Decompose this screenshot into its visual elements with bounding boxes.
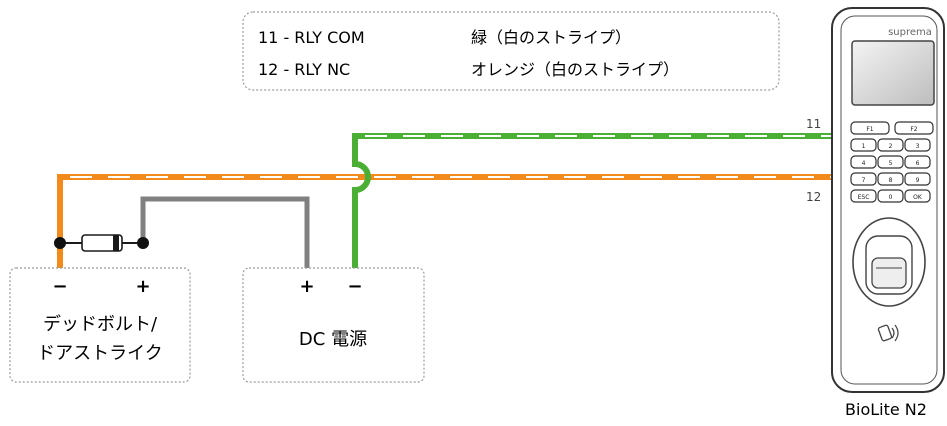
- wire-label-11: 11: [806, 117, 821, 131]
- lock-box: − + デッドボルト/ ドアストライク: [9, 267, 191, 383]
- power-minus-terminal: −: [347, 276, 362, 297]
- gray-wire-power-plus: [140, 196, 310, 268]
- lock-box-outline: [9, 267, 191, 383]
- keypad-key-label: 2: [889, 143, 893, 150]
- sensor-window: [871, 257, 907, 289]
- keypad-key: 2: [877, 138, 904, 152]
- legend-box: [242, 11, 780, 91]
- orange-wire-12: [57, 174, 840, 268]
- lock-minus-terminal: −: [52, 276, 67, 297]
- junction-dot-right: [137, 237, 149, 249]
- keypad-key: 5: [877, 155, 904, 169]
- diode-band: [113, 235, 119, 251]
- power-label: DC 電源: [299, 329, 367, 350]
- keypad-key-label: 3: [916, 143, 920, 150]
- keypad-key: F1: [850, 121, 890, 135]
- keypad-key: 0: [877, 189, 904, 203]
- device-name-label: BioLite N2: [845, 400, 927, 419]
- keypad-key-label: 6: [916, 160, 920, 167]
- keypad-key: 6: [904, 155, 931, 169]
- diode-body: [81, 234, 123, 252]
- keypad-key: F2: [894, 121, 934, 135]
- device-bezel: [840, 15, 938, 385]
- rf-card-icon: [877, 324, 899, 342]
- keypad-key-label: OK: [913, 194, 923, 201]
- keypad-key: 8: [877, 172, 904, 186]
- power-box-outline: [242, 267, 425, 383]
- power-plus-terminal: +: [299, 276, 314, 297]
- green-wire-11: [352, 133, 840, 268]
- keypad-key-label: 7: [862, 177, 866, 184]
- legend-code-12: 12 - RLY NC: [258, 60, 350, 79]
- keypad-key-label: 0: [889, 194, 893, 201]
- legend-color-12: オレンジ（白のストライプ）: [471, 60, 679, 79]
- legend-code-11: 11 - RLY COM: [258, 28, 365, 47]
- legend-color-11: 緑（白のストライプ）: [471, 28, 631, 47]
- keypad-key-label: 8: [889, 177, 893, 184]
- orange-wire-path: [57, 174, 840, 268]
- green-wire-path: [352, 133, 840, 268]
- fingerprint-sensor: [852, 217, 926, 307]
- keypad-key-label: 4: [862, 160, 866, 167]
- keypad-key-label: ESC: [858, 194, 870, 201]
- keypad-key-label: 9: [916, 177, 920, 184]
- diode: [54, 234, 149, 252]
- device-screen: [851, 40, 935, 106]
- keypad-key: 3: [904, 138, 931, 152]
- wires: 11 12: [57, 117, 840, 268]
- keypad-key: OK: [904, 189, 931, 203]
- junction-dot-left: [54, 237, 66, 249]
- wire-label-12: 12: [806, 190, 821, 204]
- keypad-key: ESC: [850, 189, 877, 203]
- keypad-key-label: 5: [889, 160, 893, 167]
- keypad-key: 4: [850, 155, 877, 169]
- lock-plus-terminal: +: [135, 276, 150, 297]
- keypad-key: 7: [850, 172, 877, 186]
- keypad-key-label: 1: [862, 143, 866, 150]
- power-box: + − DC 電源: [242, 267, 425, 383]
- device-brand: suprema: [888, 27, 932, 38]
- keypad-key: 9: [904, 172, 931, 186]
- keypad-key-label: F2: [910, 126, 917, 133]
- keypad-key: 1: [850, 138, 877, 152]
- lock-label-line2: ドアストライク: [37, 343, 163, 364]
- lock-label-line1: デッドボルト/: [43, 314, 158, 335]
- keypad-key-label: F1: [866, 126, 873, 133]
